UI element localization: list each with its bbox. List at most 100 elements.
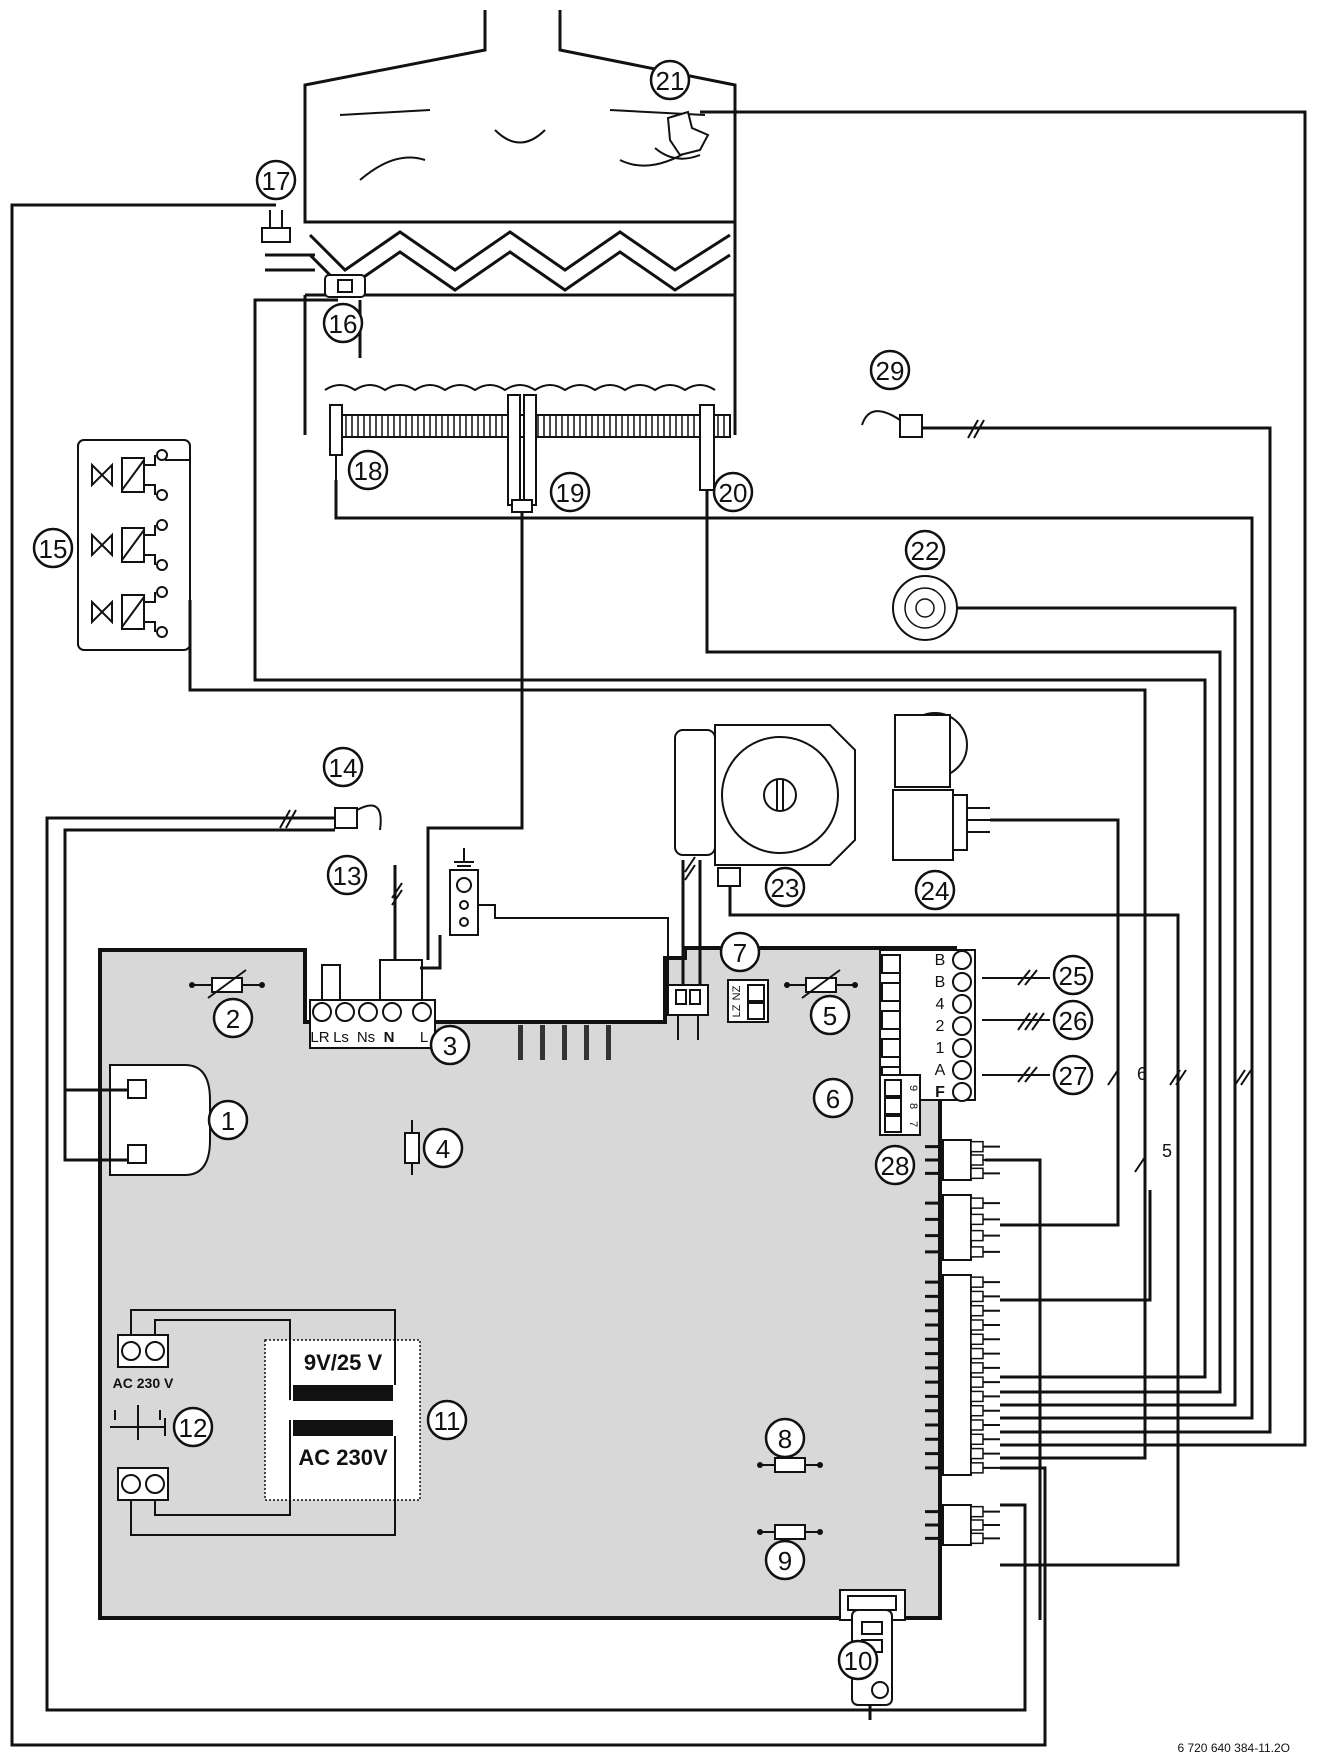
terminal-label-ns: Ns <box>357 1029 375 1046</box>
wire-count-6: 6 <box>1137 1064 1147 1084</box>
callout-number: 29 <box>876 356 905 386</box>
callout-number: 4 <box>436 1134 450 1164</box>
callout-28: 28 <box>874 1144 916 1186</box>
callout-number: 26 <box>1059 1006 1088 1036</box>
callout-1: 1 <box>207 1099 249 1141</box>
diverter-valve <box>892 712 990 861</box>
pin-header-top <box>518 1025 611 1060</box>
connector-6-pin: 7 <box>907 1121 919 1127</box>
connector-987 <box>879 1074 921 1136</box>
earth-connector <box>449 848 479 936</box>
control-letter: 2 <box>936 1018 945 1035</box>
safety-temperature-limiter <box>261 210 291 243</box>
callout-number: 8 <box>778 1424 792 1454</box>
callout-number: 22 <box>911 536 940 566</box>
callout-17: 17 <box>255 159 297 201</box>
supply-voltage-label: AC 230 V <box>113 1375 174 1391</box>
control-letter: B <box>935 952 946 969</box>
wire-count-5: 5 <box>1162 1141 1172 1161</box>
control-terminal-strip <box>879 949 976 1102</box>
terminal-strip-230v <box>309 959 436 1049</box>
fuse-9 <box>757 1524 823 1540</box>
connector-7-labels: NZ LZ <box>731 985 743 1017</box>
callout-14: 14 <box>322 746 364 788</box>
callout-7: 7 <box>719 931 761 973</box>
control-letter: 4 <box>936 996 945 1013</box>
callout-number: 16 <box>329 309 358 339</box>
callout-5: 5 <box>809 994 851 1036</box>
callout-number: 2 <box>226 1004 240 1034</box>
callout-number: 3 <box>443 1031 457 1061</box>
main-switch <box>109 1064 211 1176</box>
flow-temperature-sensor <box>324 274 366 298</box>
ionisation-electrode <box>507 394 537 513</box>
figure-code: 6 720 640 384-11.2O <box>1177 1741 1290 1755</box>
connector-6-pin: 8 <box>907 1103 919 1109</box>
supply-connector-top <box>117 1334 169 1368</box>
gas-valve <box>77 439 191 651</box>
callout-number: 23 <box>771 873 800 903</box>
callout-6: 6 <box>812 1077 854 1119</box>
dhw-temperature-sensor <box>334 804 382 831</box>
callout-number: 14 <box>329 753 358 783</box>
callout-13: 13 <box>326 854 368 896</box>
callout-15: 15 <box>32 527 74 569</box>
pump <box>674 724 856 887</box>
transformer-secondary-label: 9V/25 V <box>304 1350 383 1375</box>
control-letter: 1 <box>936 1040 945 1057</box>
callout-number: 9 <box>778 1546 792 1576</box>
label-nz: NZ <box>731 985 743 1000</box>
ignition-electrode <box>329 404 343 480</box>
switch-symbol <box>110 1405 166 1440</box>
terminal-label-lr: LR <box>310 1029 329 1046</box>
callout-20: 20 <box>712 471 754 513</box>
callout-number: 24 <box>921 876 950 906</box>
callout-number: 12 <box>179 1413 208 1443</box>
callout-3: 3 <box>429 1024 471 1066</box>
callout-number: 15 <box>39 534 68 564</box>
callout-19: 19 <box>549 471 591 513</box>
callout-11: 11 <box>426 1399 468 1441</box>
outdoor-temperature-sensor <box>861 410 923 438</box>
callout-number: 18 <box>354 456 383 486</box>
callout-number: 13 <box>333 861 362 891</box>
callout-number: 17 <box>262 166 291 196</box>
callout-22: 22 <box>904 529 946 571</box>
connector-6-pin: 9 <box>907 1085 919 1091</box>
fan <box>892 575 958 641</box>
flue-gas-thermostat <box>654 110 710 160</box>
callout-27: 27 <box>1052 1054 1094 1096</box>
callout-number: 21 <box>656 66 685 96</box>
callout-8: 8 <box>764 1417 806 1459</box>
callout-10: 10 <box>837 1639 879 1681</box>
label-lz: LZ <box>731 1004 743 1017</box>
callout-18: 18 <box>347 449 389 491</box>
callout-2: 2 <box>212 997 254 1039</box>
callout-29: 29 <box>869 349 911 391</box>
callout-number: 10 <box>844 1646 873 1676</box>
wiring <box>10 110 1307 1747</box>
callout-21: 21 <box>649 59 691 101</box>
wire-count-marks <box>279 419 1252 1173</box>
supply-connector-bottom <box>117 1467 169 1501</box>
callout-24: 24 <box>914 869 956 911</box>
callout-number: 11 <box>434 1406 461 1436</box>
connector-6-pin-labels: 9 8 7 <box>907 1085 919 1127</box>
pump-connector <box>667 984 709 1040</box>
callout-26: 26 <box>1052 999 1094 1041</box>
callout-number: 28 <box>881 1151 910 1181</box>
callout-9: 9 <box>764 1539 806 1581</box>
callout-16: 16 <box>322 302 364 344</box>
fuse-4 <box>404 1120 420 1175</box>
transformer-primary-label: AC 230V <box>298 1445 388 1470</box>
callout-12: 12 <box>172 1406 214 1448</box>
callout-number: 27 <box>1059 1061 1088 1091</box>
terminal-label-n: N <box>384 1029 395 1046</box>
callout-number: 1 <box>221 1106 235 1136</box>
control-letter: A <box>935 1062 946 1079</box>
